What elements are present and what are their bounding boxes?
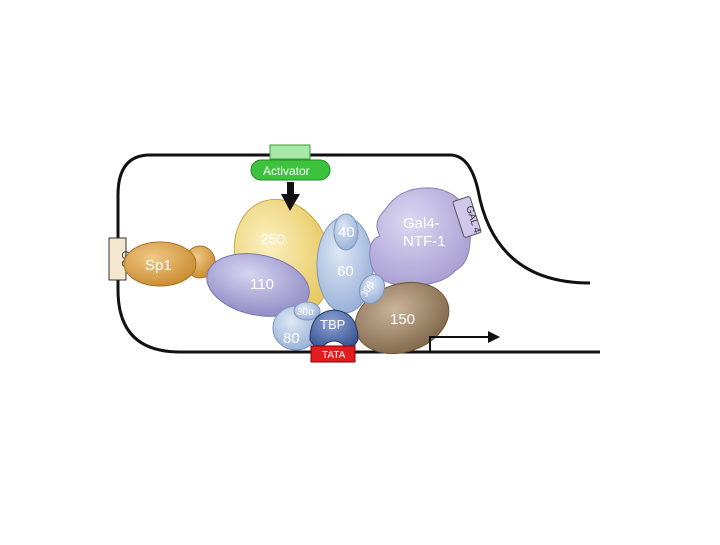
- sp1-protein: Sp1: [123, 241, 216, 287]
- activator: Activator: [250, 144, 331, 181]
- taf-110: 110: [206, 253, 310, 317]
- tbp-label: TBP: [320, 317, 345, 332]
- dna-strand-top: [270, 153, 591, 285]
- sp1-label: Sp1: [145, 257, 172, 274]
- taf-30a-label: 30α: [297, 307, 314, 318]
- gal4-ntf1-protein: Gal4- NTF-1: [369, 187, 471, 286]
- gal4-ntf1-label-line1: Gal4-: [403, 215, 440, 232]
- transcription-start-arrow: [429, 331, 500, 352]
- tata-label: TATA: [322, 350, 346, 361]
- taf-250-label: 250: [260, 231, 285, 248]
- activator-label: Activator: [263, 164, 310, 178]
- taf-40-label: 40: [338, 224, 355, 241]
- taf-150-label: 150: [390, 311, 415, 328]
- tbp-protein: TBP: [309, 309, 359, 353]
- activation-arrow: [281, 182, 300, 211]
- activator-tab: [269, 144, 311, 160]
- activator-body: [250, 159, 331, 181]
- taf-80-label: 80: [283, 330, 300, 347]
- taf-30a: 30α: [293, 301, 321, 321]
- taf-60-label: 60: [337, 263, 354, 280]
- taf-30b: 30β: [358, 273, 386, 305]
- taf-110-label: 110: [250, 276, 274, 293]
- tata-box: TATA: [310, 345, 356, 363]
- taf-40: 40: [333, 213, 359, 251]
- dna-strand: [116, 153, 600, 354]
- gal4-ntf1-label-line2: NTF-1: [403, 233, 446, 250]
